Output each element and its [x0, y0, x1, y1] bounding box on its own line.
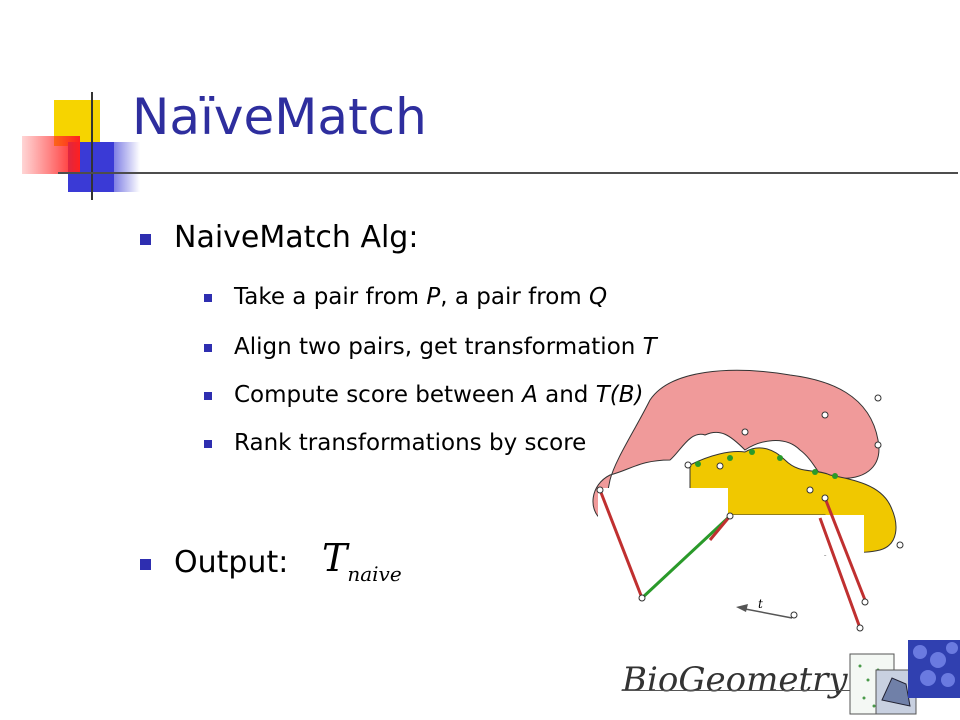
bullet-marker [140, 559, 151, 570]
sub-bullet-3: Compute score between A and T(B) [234, 382, 644, 408]
sub-bullet-4: Rank transformations by score [234, 430, 587, 456]
title-decoration [22, 92, 140, 200]
bullet-output: Output: [174, 545, 289, 580]
bullet-algorithm: NaiveMatch Alg: [174, 220, 419, 255]
figure-label: t [758, 597, 763, 611]
sub-bullet-marker [204, 294, 212, 302]
logo-images [849, 640, 960, 715]
logo-underline [622, 690, 872, 691]
title-rule [58, 172, 958, 174]
biogeometry-logo: BioGeometry [622, 660, 848, 700]
sub-bullet-marker [204, 344, 212, 352]
sub-bullet-marker [204, 392, 212, 400]
sub-bullet-marker [204, 440, 212, 448]
sub-bullet-2: Align two pairs, get transformation T [234, 334, 657, 360]
matching-figure: t [592, 369, 904, 632]
output-formula: Tnaive [322, 536, 402, 586]
sub-bullet-1: Take a pair from P, a pair from Q [234, 284, 608, 310]
shape-a [592, 369, 880, 521]
slide-title: NaïveMatch [132, 88, 427, 146]
bullet-marker [140, 234, 151, 245]
